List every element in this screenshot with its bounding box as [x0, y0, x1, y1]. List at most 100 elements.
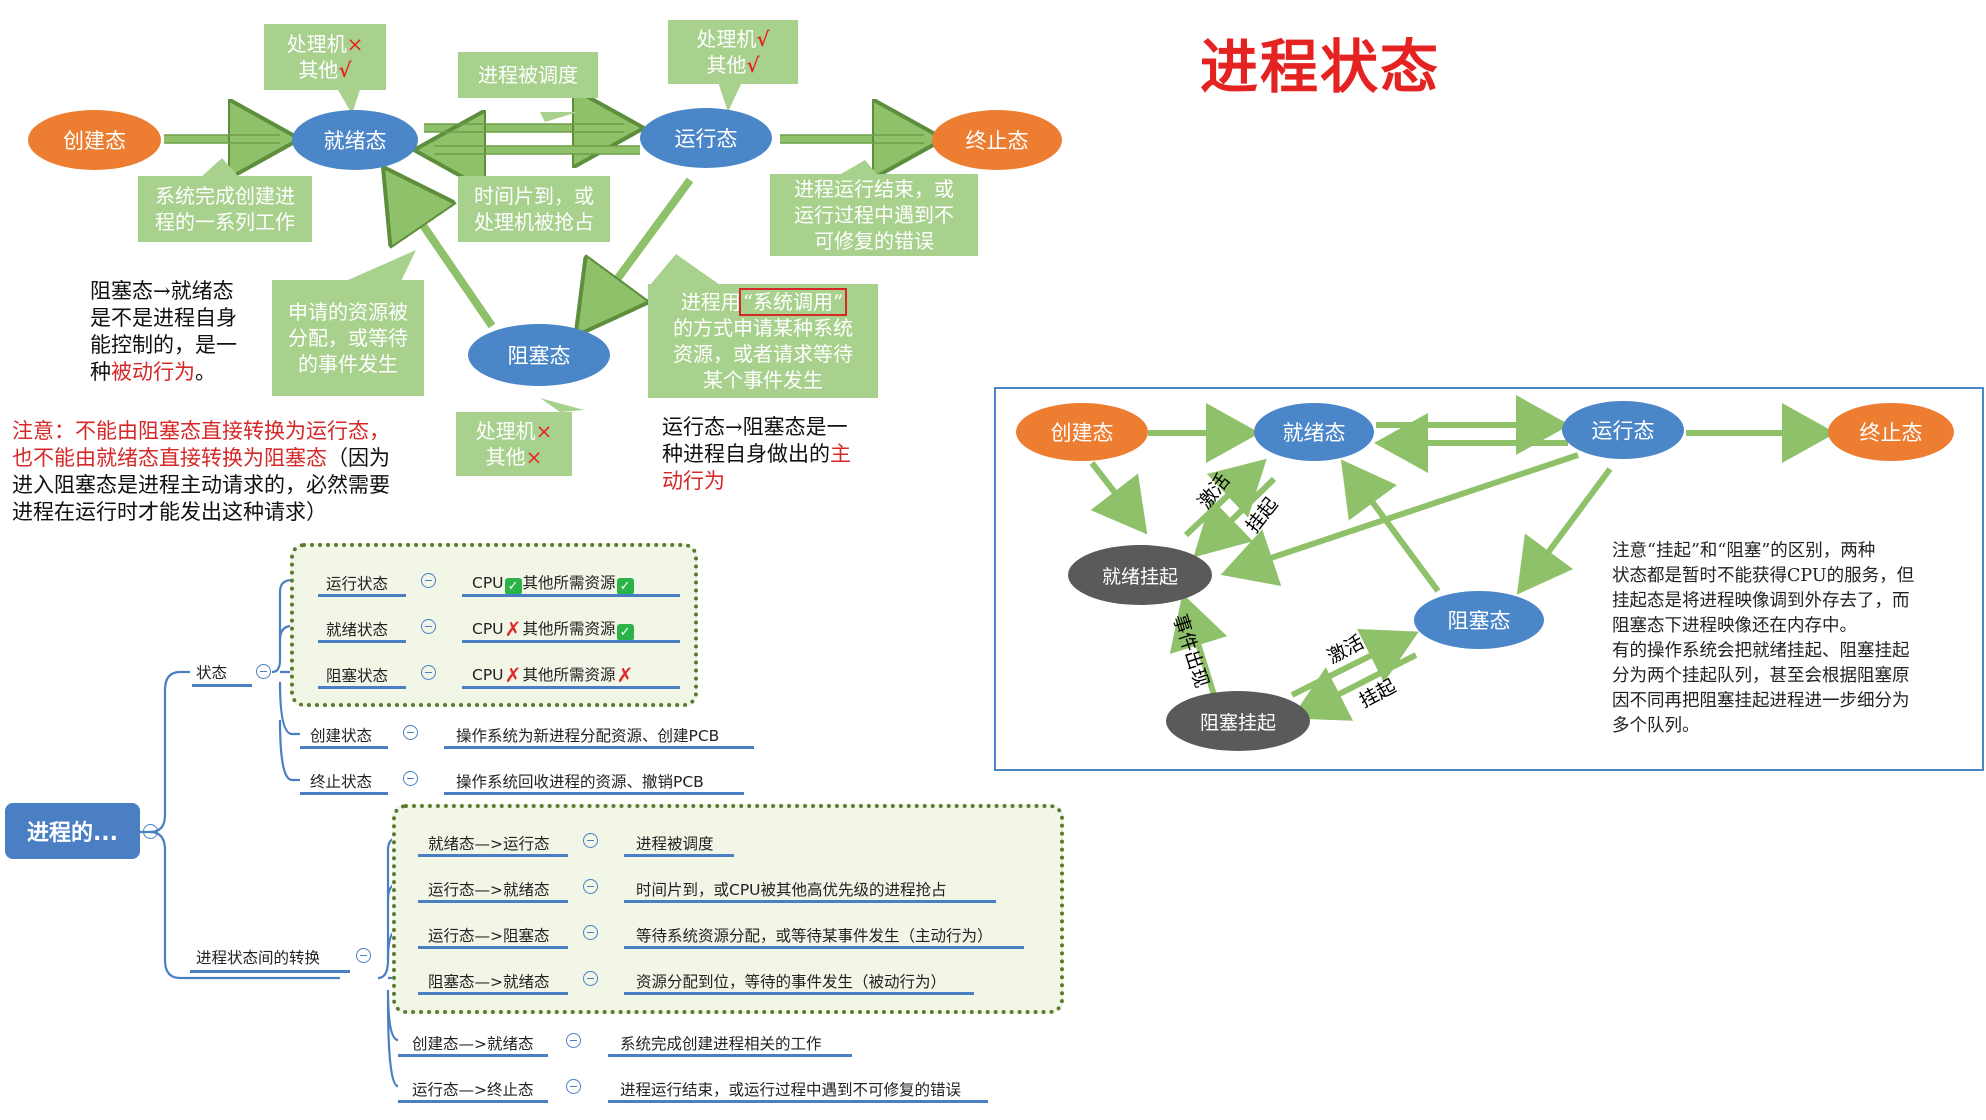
suspend-state-blocked-suspend: 阻塞挂起 [1166, 691, 1310, 751]
suspend-state-create: 创建态 [1016, 403, 1148, 461]
active-behavior-text: 运行态→阻塞态是一 种进程自身做出的主 动行为 [662, 415, 851, 493]
suspend-diagram-arrows [1089, 395, 1836, 721]
row-underline [608, 1100, 988, 1103]
row-underline [398, 1054, 548, 1057]
row-underline [608, 1054, 852, 1057]
cross-icon: × [535, 419, 553, 443]
mindmap-root[interactable]: 进程的... [5, 803, 140, 859]
transition-desc: 系统完成创建进程相关的工作 [620, 1035, 822, 1053]
state-create-desc: 操作系统为新进程分配资源、创建PCB [456, 727, 720, 745]
transition-label[interactable]: 就绪态—>运行态 [428, 835, 550, 853]
cross-icon: ✗ [504, 617, 522, 641]
state-end-desc: 操作系统回收进程的资源、撤销PCB [456, 773, 704, 791]
suspend-state-running: 运行态 [1562, 401, 1684, 459]
collapse-icon[interactable] [566, 1079, 581, 1094]
row-underline [418, 946, 568, 949]
row-underline [418, 992, 568, 995]
check-icon: √ [338, 58, 352, 82]
suspend-state-blocked: 阻塞态 [1414, 591, 1544, 649]
suspend-state-terminated: 终止态 [1828, 403, 1954, 461]
row-underline [444, 746, 754, 749]
note-resource-granted: 申请的资源被 分配，或等待 的事件发生 [272, 280, 424, 396]
suspend-diagram-panel: 创建态 就绪态 运行态 终止态 就绪挂起 阻塞态 阻塞挂起 激活 挂起 事件出现… [994, 387, 1984, 771]
row-underline [462, 594, 680, 597]
collapse-icon[interactable] [421, 573, 436, 588]
collapse-icon[interactable] [583, 925, 598, 940]
collapse-icon[interactable] [256, 664, 271, 679]
passive-behavior-text: 阻塞态→就绪态 是不是进程自身 能控制的，是一 种被动行为。 [90, 279, 237, 384]
transition-label[interactable]: 运行态—>就绪态 [428, 881, 550, 899]
transition-label[interactable]: 运行态—>阻塞态 [428, 927, 550, 945]
collapse-icon[interactable] [143, 824, 158, 839]
check-icon: √ [746, 53, 760, 77]
warning-text: 注意：不能由阻塞态直接转换为运行态， 也不能由就绪态直接转换为阻塞态（因为 进入… [12, 419, 390, 524]
check-icon: √ [756, 27, 770, 51]
note-terminate-reason: 进程运行结束，或 运行过程中遇到不 可修复的错误 [770, 174, 978, 256]
collapse-icon[interactable] [403, 771, 418, 786]
note-timeslice: 时间片到，或 处理机被抢占 [458, 176, 610, 242]
state-create-label[interactable]: 创建状态 [310, 727, 373, 745]
row-underline [300, 792, 388, 795]
transition-desc: 进程被调度 [636, 835, 714, 853]
note-scheduled: 进程被调度 [458, 52, 598, 98]
check-icon: ✓ [616, 624, 634, 641]
state-terminated: 终止态 [932, 110, 1062, 170]
row-underline [418, 854, 568, 857]
transition-desc: 进程运行结束，或运行过程中遇到不可修复的错误 [620, 1081, 962, 1099]
row-underline [462, 640, 680, 643]
row-underline [418, 900, 568, 903]
top-diagram-arrows [164, 82, 1100, 412]
note-running-resources: 处理机√ 其他√ [668, 20, 798, 84]
page-title: 进程状态 [1200, 33, 1441, 101]
state-running-label[interactable]: 运行状态 [326, 575, 389, 593]
note-blocked-resources: 处理机× 其他× [456, 412, 572, 476]
state-blocked-label[interactable]: 阻塞状态 [326, 667, 389, 685]
collapse-icon[interactable] [421, 665, 436, 680]
syscall-highlight: “系统调用” [738, 288, 848, 316]
collapse-icon[interactable] [403, 725, 418, 740]
suspend-state-ready: 就绪态 [1254, 403, 1374, 461]
transition-desc: 资源分配到位，等待的事件发生（被动行为） [636, 973, 947, 991]
row-underline [624, 900, 996, 903]
row-underline [318, 686, 406, 689]
transition-desc: 时间片到，或CPU被其他高优先级的进程抢占 [636, 881, 947, 899]
branch-underline [190, 970, 350, 973]
collapse-icon[interactable] [356, 948, 371, 963]
branch-transitions[interactable]: 进程状态间的转换 [196, 949, 321, 967]
state-ready-label[interactable]: 就绪状态 [326, 621, 389, 639]
collapse-icon[interactable] [583, 971, 598, 986]
cross-icon: ✗ [616, 663, 634, 687]
state-blocked: 阻塞态 [468, 324, 610, 386]
note-ready-resources: 处理机× 其他√ [264, 24, 386, 90]
row-underline [624, 992, 974, 995]
collapse-icon[interactable] [583, 833, 598, 848]
transition-label[interactable]: 创建态—>就绪态 [412, 1035, 534, 1053]
row-underline [444, 792, 744, 795]
cross-icon: × [525, 445, 543, 469]
note-syscall: 进程用“系统调用” 的方式申请某种系统 资源，或者请求等待 某个事件发生 [648, 284, 878, 398]
cross-icon: ✗ [504, 663, 522, 687]
branch-underline [192, 684, 252, 687]
state-ready: 就绪态 [292, 110, 418, 170]
transition-label[interactable]: 阻塞态—>就绪态 [428, 973, 550, 991]
row-underline [624, 854, 734, 857]
state-end-label[interactable]: 终止状态 [310, 773, 373, 791]
collapse-icon[interactable] [566, 1033, 581, 1048]
state-running: 运行态 [640, 108, 772, 168]
row-underline [300, 746, 388, 749]
collapse-icon[interactable] [583, 879, 598, 894]
collapse-icon[interactable] [421, 619, 436, 634]
state-blocked-desc: CPU✗其他所需资源✗ [472, 663, 634, 687]
row-underline [398, 1100, 548, 1103]
transition-label[interactable]: 运行态—>终止态 [412, 1081, 534, 1099]
suspend-state-ready-suspend: 就绪挂起 [1068, 545, 1212, 605]
state-ready-desc: CPU✗其他所需资源✓ [472, 617, 635, 641]
row-underline [318, 640, 406, 643]
note-create-done: 系统完成创建进 程的一系列工作 [138, 176, 312, 242]
suspend-note: 注意“挂起”和“阻塞”的区别，两种 状态都是暂时不能获得CPU的服务，但 挂起态… [1612, 541, 1915, 736]
row-underline [462, 686, 680, 689]
row-underline [624, 946, 1024, 949]
row-underline [318, 594, 406, 597]
branch-states[interactable]: 状态 [196, 664, 228, 682]
cross-icon: × [346, 32, 364, 56]
